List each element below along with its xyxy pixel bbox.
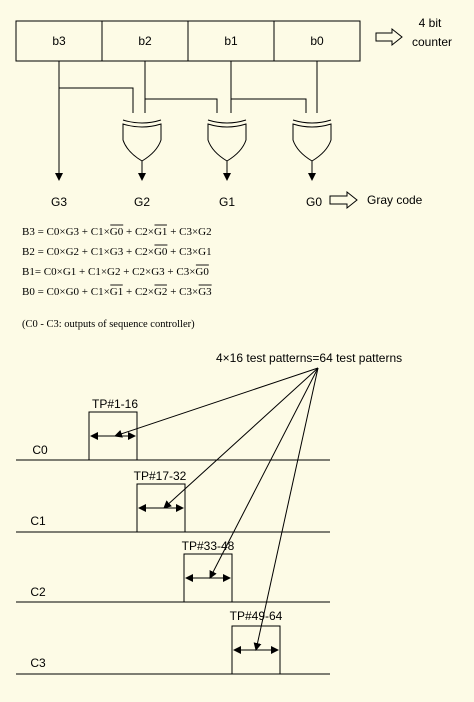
equation-line: B1= C0×G1 + C1×G2 + C2×G3 + C3×G0 (22, 266, 209, 278)
xor-wiring (55, 61, 318, 181)
equation-term: B1= C0×G1 + C1×G2 + C2×G3 + C3× (22, 266, 195, 278)
equation-term: B2 = C0×G2 + C1×G3 + C2× (22, 246, 154, 258)
gray-hollow-arrow-icon (329, 190, 358, 210)
fanout-arrow-c0 (114, 367, 319, 438)
xor-gate-g2-icon (122, 119, 162, 181)
complement-term: G0 (195, 266, 209, 278)
xor-gate-g0-icon (292, 119, 332, 181)
gray-label-g3: G3 (51, 195, 67, 209)
counter-hollow-arrow-icon (375, 27, 403, 47)
signal-label-c0: C0 (32, 443, 48, 457)
equation-term: + C3× (167, 286, 198, 298)
complement-term: G1 (110, 286, 123, 298)
equations-note: (C0 - C3: outputs of sequence controller… (22, 319, 195, 330)
fanout-arrow-c3 (253, 367, 319, 651)
fanout-arrow-c1 (163, 367, 319, 509)
equation-term: + C2× (123, 226, 154, 238)
equation-line: B3 = C0×G3 + C1×G0 + C2×G1 + C3×G2 (22, 226, 212, 238)
complement-term: G1 (154, 226, 167, 238)
bit-label-b1: b1 (224, 34, 238, 48)
signal-label-c1: C1 (30, 514, 46, 528)
pattern-label-tp17: TP#17-32 (134, 469, 187, 483)
complement-term: G0 (110, 226, 124, 238)
equation-term: + C2× (123, 286, 154, 298)
double-arrow-c2-icon (185, 574, 231, 582)
counter-label-line2: counter (412, 35, 452, 49)
equation-line: B2 = C0×G2 + C1×G3 + C2×G0 + C3×G1 (22, 246, 212, 258)
fanout-arrows (114, 367, 319, 651)
gray-label-g0: G0 (306, 195, 322, 209)
gray-code-label: Gray code (367, 193, 423, 207)
complement-term: G0 (154, 246, 168, 258)
pattern-label-tp33: TP#33-48 (182, 539, 235, 553)
counter-register: b3 b2 b1 b0 (15, 20, 361, 62)
double-arrow-c0-icon (90, 432, 136, 440)
equation-term: + C3×G2 (167, 226, 211, 238)
pattern-label-tp49: TP#49-64 (230, 609, 283, 623)
signal-label-c2: C2 (30, 585, 46, 599)
equation-line: B0 = C0×G0 + C1×G1 + C2×G2 + C3×G3 (22, 286, 212, 298)
gray-label-g1: G1 (219, 195, 235, 209)
bit-label-b2: b2 (138, 34, 152, 48)
bit-label-b0: b0 (310, 34, 324, 48)
bit-label-b3: b3 (52, 34, 66, 48)
test-pattern-total-label: 4×16 test patterns=64 test patterns (216, 351, 402, 365)
signal-label-c3: C3 (30, 656, 46, 670)
equation-term: B3 = C0×G3 + C1× (22, 226, 110, 238)
counter-label-line1: 4 bit (419, 16, 442, 30)
equation-term: + C3×G1 (167, 246, 211, 258)
complement-term: G3 (198, 286, 212, 298)
gray-label-g2: G2 (134, 195, 150, 209)
pattern-label-tp1: TP#1-16 (92, 397, 138, 411)
xor-gate-g1-icon (207, 119, 247, 181)
complement-term: G2 (154, 286, 167, 298)
fanout-arrow-c2 (209, 367, 319, 579)
equation-term: B0 = C0×G0 + C1× (22, 286, 110, 298)
